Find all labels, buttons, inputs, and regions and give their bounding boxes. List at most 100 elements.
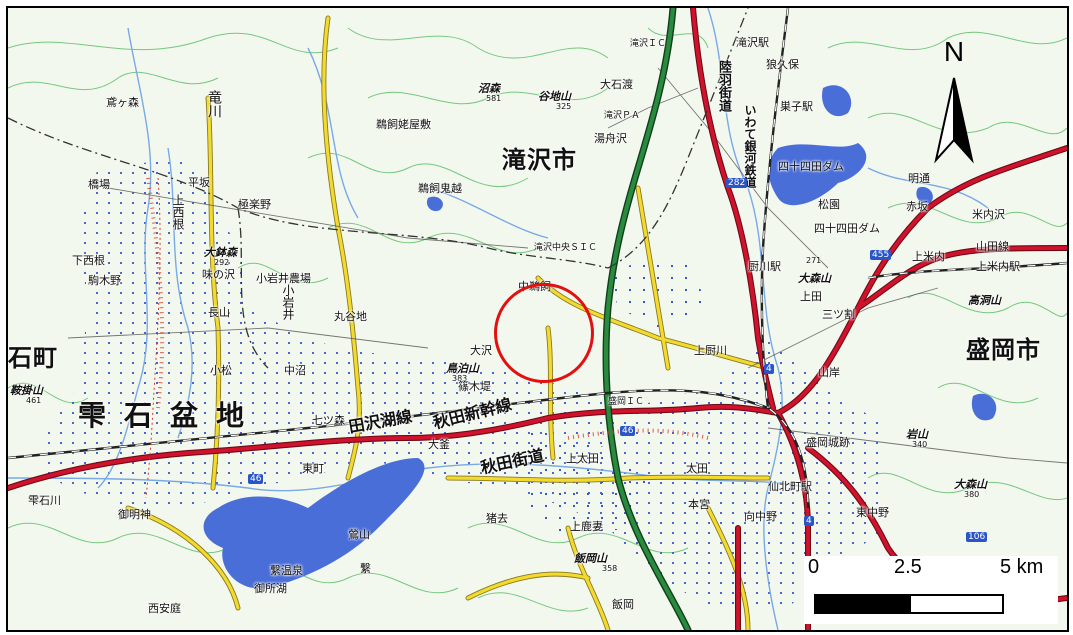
scale-tick-end: 5 km xyxy=(1000,556,1044,578)
route-shield: 4 xyxy=(764,364,774,374)
place-label: 上米内駅 xyxy=(976,260,1020,273)
basin-label: 雫石盆地 xyxy=(78,399,263,432)
mountain-label: 岩山 xyxy=(906,428,928,441)
contour-lines xyxy=(8,27,1067,612)
place-label: 向中野 xyxy=(744,510,777,523)
municipal-boundary xyxy=(8,8,749,369)
place-label: 鵜飼鬼越 xyxy=(418,182,462,195)
place-label: 米内沢 xyxy=(972,208,1005,221)
place-label: 鳶ヶ森 xyxy=(106,96,139,109)
river-label: 雫石川 xyxy=(28,494,61,507)
place-label: 盛岡城跡 xyxy=(806,436,850,449)
map-canvas xyxy=(8,8,1067,630)
route-shield: 455 xyxy=(870,250,892,260)
place-label: 巣子駅 xyxy=(780,100,813,113)
place-label: 大釜 xyxy=(428,438,450,451)
place-label: 猪去 xyxy=(486,512,508,525)
place-label: 橋場 xyxy=(88,178,110,191)
farmland-pattern xyxy=(38,158,888,608)
road-label: 陸羽街道 xyxy=(716,60,731,112)
study-site-circle-marker xyxy=(494,283,594,383)
place-label: 上鹿妻 xyxy=(570,520,603,533)
city-label-morioka: 盛岡市 xyxy=(966,336,1041,364)
mountain-label: 大鉢森 xyxy=(204,246,237,259)
place-label: 赤坂 xyxy=(906,200,928,213)
place-label: 中沼 xyxy=(284,364,306,377)
mountain-label: 鳥泊山 xyxy=(446,362,479,375)
place-label: 山岸 xyxy=(818,366,840,379)
shijuushida-dam-lake xyxy=(768,143,867,206)
place-label: 西安庭 xyxy=(148,602,181,615)
place-label: 鶯山 xyxy=(348,528,370,541)
place-label: 御明神 xyxy=(118,508,151,521)
place-label: 盛岡ＩＣ xyxy=(608,397,645,407)
place-label: 味の沢 xyxy=(202,268,235,281)
place-label: 鵜飼姥屋敷 xyxy=(376,118,431,131)
place-label: 駒木野 xyxy=(88,274,121,287)
mountain-label: 大森山 xyxy=(954,478,987,491)
place-label: 竜川 xyxy=(206,90,222,118)
place-label: 飯岡 xyxy=(612,598,634,611)
north-arrow-icon xyxy=(934,77,974,164)
place-label: 長山 xyxy=(208,306,230,319)
lake-label: 御所湖 xyxy=(254,582,287,595)
scale-tick-mid: 2.5 xyxy=(894,556,922,578)
mountain-label: 飯岡山 xyxy=(574,552,607,565)
place-label: 上厨川 xyxy=(694,344,727,357)
place-label: 滝沢中央ＳＩＣ xyxy=(534,243,598,253)
place-label: 極楽野 xyxy=(238,198,271,211)
place-label: 滝沢駅 xyxy=(736,36,769,49)
place-label: 仙北町駅 xyxy=(768,480,812,493)
place-label: 滝沢ＰＡ xyxy=(604,111,641,121)
place-label: 狼久保 xyxy=(766,58,799,71)
place-label: 湯舟沢 xyxy=(594,132,627,145)
mountain-elevation: 461 xyxy=(26,396,42,405)
mountain-label: 鞍掛山 xyxy=(10,384,43,397)
place-label: 三ツ割 xyxy=(822,308,855,321)
place-label: 下西根 xyxy=(72,254,105,267)
railways xyxy=(8,8,1067,509)
mountain-elevation: 340 xyxy=(912,440,928,449)
place-label: 本宮 xyxy=(688,498,710,511)
city-label-shizukuishi: 石町 xyxy=(8,344,58,372)
scale-tick-0: 0 xyxy=(808,556,820,578)
place-label: 滝沢ＩＣ xyxy=(630,39,667,49)
mountain-label: 高洞山 xyxy=(968,294,1001,307)
mountain-elevation: 325 xyxy=(556,102,572,111)
mountain-elevation: 380 xyxy=(964,490,980,499)
place-label: 厨川駅 xyxy=(748,260,781,273)
mountain-elevation: 358 xyxy=(602,564,618,573)
road-label: いわて銀河鉄道 xyxy=(743,104,757,188)
north-arrow: N xyxy=(926,36,982,165)
mountain-label: 沼森 xyxy=(478,82,500,95)
route-shield: 282 xyxy=(726,178,748,188)
scale-bar-graphic xyxy=(814,594,1004,614)
tohoku-expressway xyxy=(602,8,692,630)
route-shield: 46 xyxy=(620,426,636,436)
mountain-label: 谷地山 xyxy=(538,90,571,103)
place-label: 大沢 xyxy=(470,344,492,357)
topographic-map[interactable]: 滝沢市 盛岡市 石町 雫石盆地 沼森 581 谷地山 325 大鉢森 292 大… xyxy=(6,6,1069,632)
scale-bar-black-segment xyxy=(816,596,911,612)
route-shield: 4 xyxy=(804,516,814,526)
place-label: 上太田 xyxy=(566,452,599,465)
place-label: 小岩井 xyxy=(281,284,295,320)
route-shield: 46 xyxy=(248,474,264,484)
river-lines xyxy=(8,8,989,630)
gosho-lake xyxy=(203,458,425,589)
mountain-elevation: 292 xyxy=(214,258,230,267)
place-label: 東中野 xyxy=(856,506,889,519)
place-label: 明通 xyxy=(908,172,930,185)
place-label: 四十四田ダム xyxy=(778,160,844,173)
place-label: 上田 xyxy=(800,290,822,303)
place-label: 繋 xyxy=(360,562,371,575)
place-label: 篠木堤 xyxy=(458,380,491,393)
place-label: 大石渡 xyxy=(600,78,633,91)
place-label: 四十四田ダム xyxy=(814,222,880,235)
place-label: 平坂 xyxy=(188,176,210,189)
place-label: 小松 xyxy=(210,364,232,377)
scale-bar: 0 2.5 5 km xyxy=(804,556,1058,624)
route-shield: 106 xyxy=(966,532,988,542)
place-label: 松園 xyxy=(818,198,840,211)
place-label: 太田 xyxy=(686,462,708,475)
